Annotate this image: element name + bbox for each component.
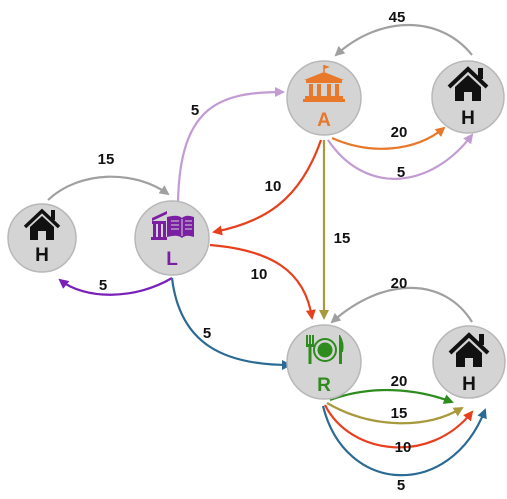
node-letter-library: L (166, 249, 178, 270)
edge-label-library-to-home-left: 5 (99, 277, 107, 294)
library-icon (151, 211, 194, 240)
edge-home-bottom-right-to-restaurant (330, 286, 473, 324)
edge-label-library-to-restaurant-red: 10 (251, 266, 268, 283)
node-library[interactable]: L (134, 200, 210, 276)
edge-label-restaurant-to-home-bottom-right-red: 10 (395, 439, 412, 456)
node-letter-home-top-right: H (461, 108, 475, 129)
edge-label-home-top-right-to-attraction: 45 (389, 9, 406, 26)
edge-attraction-to-library (212, 139, 323, 236)
node-attraction[interactable]: A (286, 60, 362, 136)
edges (47, 23, 487, 477)
edge-label-home-left-to-library: 15 (98, 151, 115, 168)
museum-icon (303, 65, 345, 102)
edge-attraction-to-home-top-right-lilac (327, 133, 474, 180)
node-letter-home-left: H (35, 245, 49, 266)
node-letter-attraction: A (317, 110, 331, 131)
node-letter-restaurant: R (317, 375, 331, 396)
edge-restaurant-to-home-bottom-right-green (329, 389, 454, 404)
node-home-top-right[interactable]: H (431, 60, 505, 134)
node-home-left[interactable]: H (7, 203, 77, 273)
edge-library-to-home-left (58, 277, 173, 296)
edge-label-attraction-to-home-top-right-lilac: 5 (397, 164, 405, 181)
edge-library-to-restaurant-blue (170, 277, 292, 370)
node-restaurant[interactable]: R (286, 324, 362, 400)
edge-restaurant-to-home-bottom-right-olive (326, 402, 464, 425)
edge-home-top-right-to-attraction (334, 23, 473, 57)
house-icon (448, 332, 490, 367)
edge-label-attraction-to-home-top-right-orange: 20 (391, 124, 408, 141)
edge-label-library-to-restaurant-blue: 5 (203, 325, 211, 342)
edge-label-restaurant-to-home-bottom-right-blue: 5 (397, 477, 405, 494)
edge-labels: 15 5 5 10 10 5 15 45 20 5 20 20 15 10 5 (98, 9, 412, 494)
edge-home-left-to-library (47, 175, 170, 201)
edge-label-attraction-to-restaurant: 15 (334, 230, 351, 247)
house-icon (23, 208, 61, 240)
edge-label-restaurant-to-home-bottom-right-green: 20 (391, 373, 408, 390)
house-icon (447, 66, 489, 101)
edge-library-to-attraction (176, 87, 285, 203)
edge-label-home-bottom-right-to-restaurant: 20 (391, 275, 408, 292)
edge-label-library-to-attraction: 5 (191, 102, 199, 119)
restaurant-icon (306, 335, 344, 364)
edge-restaurant-to-home-bottom-right-blue (321, 405, 487, 477)
edge-label-restaurant-to-home-bottom-right-olive: 15 (391, 405, 408, 422)
edge-attraction-to-home-top-right-orange (331, 126, 446, 150)
node-home-bottom-right[interactable]: H (432, 325, 506, 399)
edge-library-to-restaurant-red (209, 243, 316, 320)
edge-restaurant-to-home-bottom-right-red (324, 404, 474, 449)
node-letter-home-bottom-right: H (462, 374, 476, 395)
edge-label-attraction-to-library: 10 (265, 178, 282, 195)
